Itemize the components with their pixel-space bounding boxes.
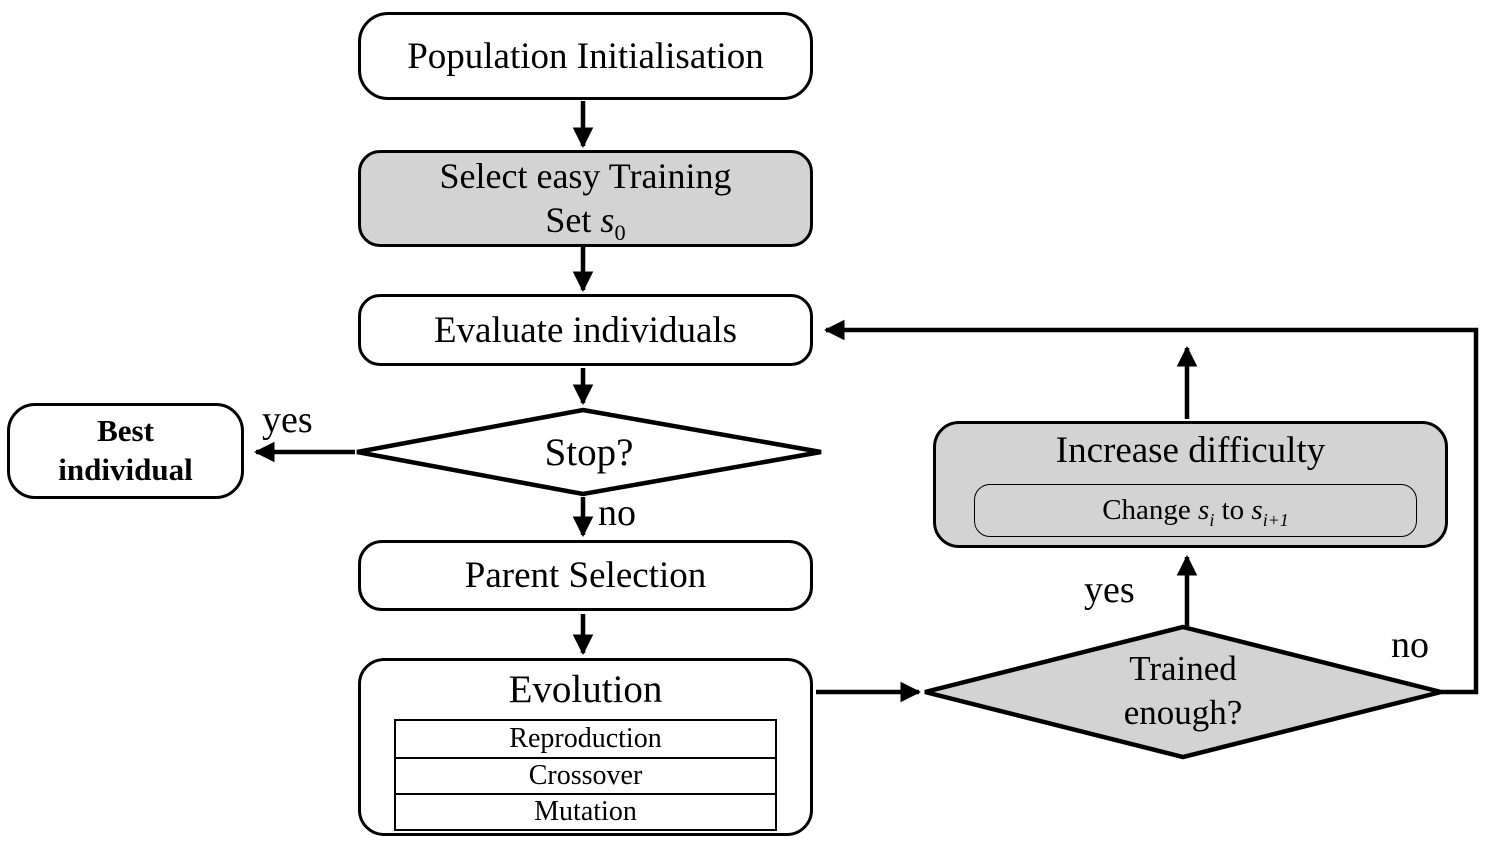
trained-no-edge-label: no: [1391, 624, 1429, 666]
evolution-node: Evolution Reproduction Crossover Mutatio…: [358, 658, 813, 836]
operator-row-mutation: Mutation: [396, 793, 775, 829]
select-easy-line2: Set s0: [545, 199, 626, 245]
var-s0: s: [600, 199, 615, 240]
population-initialisation-label: Population Initialisation: [407, 35, 764, 77]
best-individual-line2: individual: [58, 452, 193, 487]
operator-row-reproduction: Reproduction: [509, 723, 662, 754]
arrow-trained-no-to-evaluate: [823, 319, 1479, 695]
population-initialisation-node: Population Initialisation: [358, 12, 813, 100]
evolution-title: Evolution: [508, 668, 663, 711]
trained-enough-label: Trained enough?: [1123, 649, 1243, 732]
increase-difficulty-title: Increase difficulty: [1055, 430, 1326, 471]
increase-difficulty-node: Increase difficulty Change si to si+1: [933, 421, 1448, 548]
stop-yes-edge-label: yes: [262, 399, 313, 441]
var-si1: s: [1251, 494, 1263, 526]
trained-enough-diamond: [924, 624, 1442, 760]
change-set-subnode: Change si to si+1: [974, 484, 1417, 537]
evolution-operators-table: Reproduction Crossover Mutation: [394, 719, 777, 831]
evaluate-individuals-label: Evaluate individuals: [433, 309, 738, 351]
stop-no-edge-label: no: [598, 492, 636, 534]
operator-row-crossover: Crossover: [396, 757, 775, 793]
stop-decision-label: Stop?: [544, 430, 634, 474]
trained-yes-edge-label: yes: [1084, 569, 1135, 611]
best-individual-node: Best individual: [7, 403, 244, 499]
parent-selection-node: Parent Selection: [358, 540, 813, 611]
best-individual-line1: Best: [97, 413, 154, 449]
parent-selection-label: Parent Selection: [464, 555, 707, 596]
var-si: s: [1198, 494, 1210, 526]
stop-decision-diamond: [356, 407, 822, 497]
evaluate-individuals-node: Evaluate individuals: [358, 294, 813, 366]
select-easy-line1: Select easy Training: [439, 155, 732, 196]
change-set-label: Change si to si+1: [1102, 494, 1289, 530]
select-easy-training-set-node: Select easy Training Set s0: [358, 150, 813, 247]
